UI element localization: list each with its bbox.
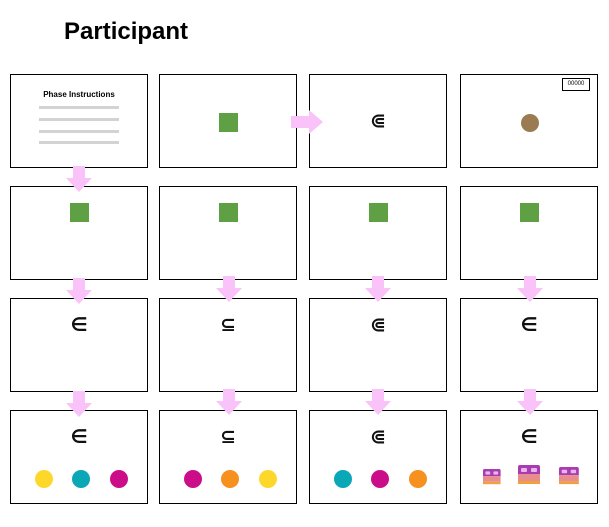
green-square: [369, 203, 388, 222]
instructions-heading: Phase Instructions: [43, 90, 115, 99]
panel-green-square: [309, 186, 447, 280]
down-arrow: [517, 276, 543, 302]
instruction-line: [39, 141, 119, 144]
symbol-element-of: ∈: [520, 314, 538, 336]
panel-instructions: Phase Instructions: [10, 74, 148, 168]
green-square: [219, 113, 238, 132]
panel-green-square: [10, 186, 148, 280]
down-arrow: [66, 278, 92, 304]
right-arrow: [291, 110, 323, 134]
bed-icon: [559, 467, 579, 485]
green-square: [70, 203, 89, 222]
down-arrow: [216, 276, 242, 302]
page-title: Participant: [64, 18, 189, 45]
symbol-element-of: ∈: [70, 426, 88, 448]
down-arrow: [517, 389, 543, 415]
teal-circle: [72, 470, 90, 488]
symbol-double-tilde: ⋐: [370, 314, 386, 336]
panel-choice: ∈: [10, 410, 148, 504]
magenta-circle: [371, 470, 389, 488]
green-square: [520, 203, 539, 222]
panel-choice: ∈: [460, 410, 598, 504]
down-arrow: [365, 389, 391, 415]
down-arrow: [66, 391, 92, 417]
teal-circle: [334, 470, 352, 488]
panel-green-square: [159, 74, 297, 168]
panel-green-square: [460, 186, 598, 280]
panel-green-square: [159, 186, 297, 280]
instruction-line: [39, 130, 119, 133]
counter-display: 00000: [562, 78, 590, 91]
symbol-element-of: ∈: [520, 426, 538, 448]
down-arrow: [216, 389, 242, 415]
instruction-line: [39, 118, 119, 121]
symbol-subset-eq: ⊆: [220, 314, 236, 336]
orange-circle: [409, 470, 427, 488]
magenta-circle: [184, 470, 202, 488]
panel-symbol: ⋐: [309, 74, 447, 168]
brown-circle: [521, 114, 539, 132]
down-arrow: [66, 166, 92, 192]
panel-choice: ⊆: [159, 410, 297, 504]
yellow-circle: [35, 470, 53, 488]
panel-symbol: ⊆: [159, 298, 297, 392]
yellow-circle: [259, 470, 277, 488]
bed-icon: [483, 469, 501, 485]
orange-circle: [221, 470, 239, 488]
panel-symbol: ⋐: [309, 298, 447, 392]
instruction-line: [39, 106, 119, 109]
down-arrow: [365, 276, 391, 302]
symbol-subset-eq: ⊆: [220, 426, 236, 448]
symbol-double-tilde: ⋐: [370, 426, 386, 448]
green-square: [219, 203, 238, 222]
panel-symbol: ∈: [10, 298, 148, 392]
panel-symbol: ∈: [460, 298, 598, 392]
symbol-double-tilde: ⋐: [370, 110, 386, 132]
symbol-element-of: ∈: [70, 314, 88, 336]
magenta-circle: [110, 470, 128, 488]
bed-icon: [518, 465, 540, 485]
panel-brown-circle: 00000: [460, 74, 598, 168]
panel-choice: ⋐: [309, 410, 447, 504]
